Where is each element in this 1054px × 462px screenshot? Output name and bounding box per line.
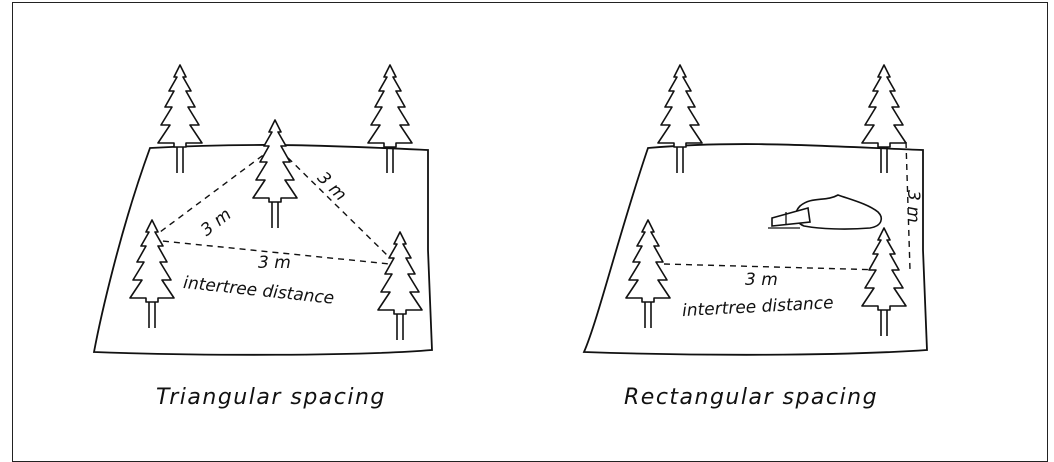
caption-left: Triangular spacing xyxy=(156,385,386,410)
distance-description-left: intertree distance xyxy=(182,273,335,309)
caption-right: Rectangular spacing xyxy=(624,385,878,410)
tree-icon xyxy=(378,232,422,340)
tree-icon xyxy=(862,65,906,173)
left-panel: 3 m 3 m 3 m intertree distance xyxy=(94,65,432,355)
tree-icon xyxy=(862,228,906,336)
distance-label-bottom: 3 m xyxy=(258,253,291,273)
tree-icon xyxy=(626,220,670,328)
spacing-lines-right xyxy=(664,142,910,270)
distance-label-vertical: 3 m xyxy=(903,190,923,223)
distance-label-top-right: 3 m xyxy=(313,168,350,205)
felled-tree-icon xyxy=(768,195,881,229)
distance-label-bottom-right: 3 m xyxy=(745,270,778,290)
right-panel: 3 m 3 m intertree distance xyxy=(584,65,927,355)
distance-description-right: intertree distance xyxy=(682,293,834,321)
tree-icon xyxy=(253,120,297,228)
distance-label-top-left: 3 m xyxy=(197,205,235,241)
tree-icon xyxy=(130,220,174,328)
tree-icon xyxy=(658,65,702,173)
spacing-diagram: 3 m 3 m 3 m intertree distance 3 m 3 m i… xyxy=(0,0,1054,449)
tree-icon xyxy=(158,65,202,173)
tree-icon xyxy=(368,65,412,173)
